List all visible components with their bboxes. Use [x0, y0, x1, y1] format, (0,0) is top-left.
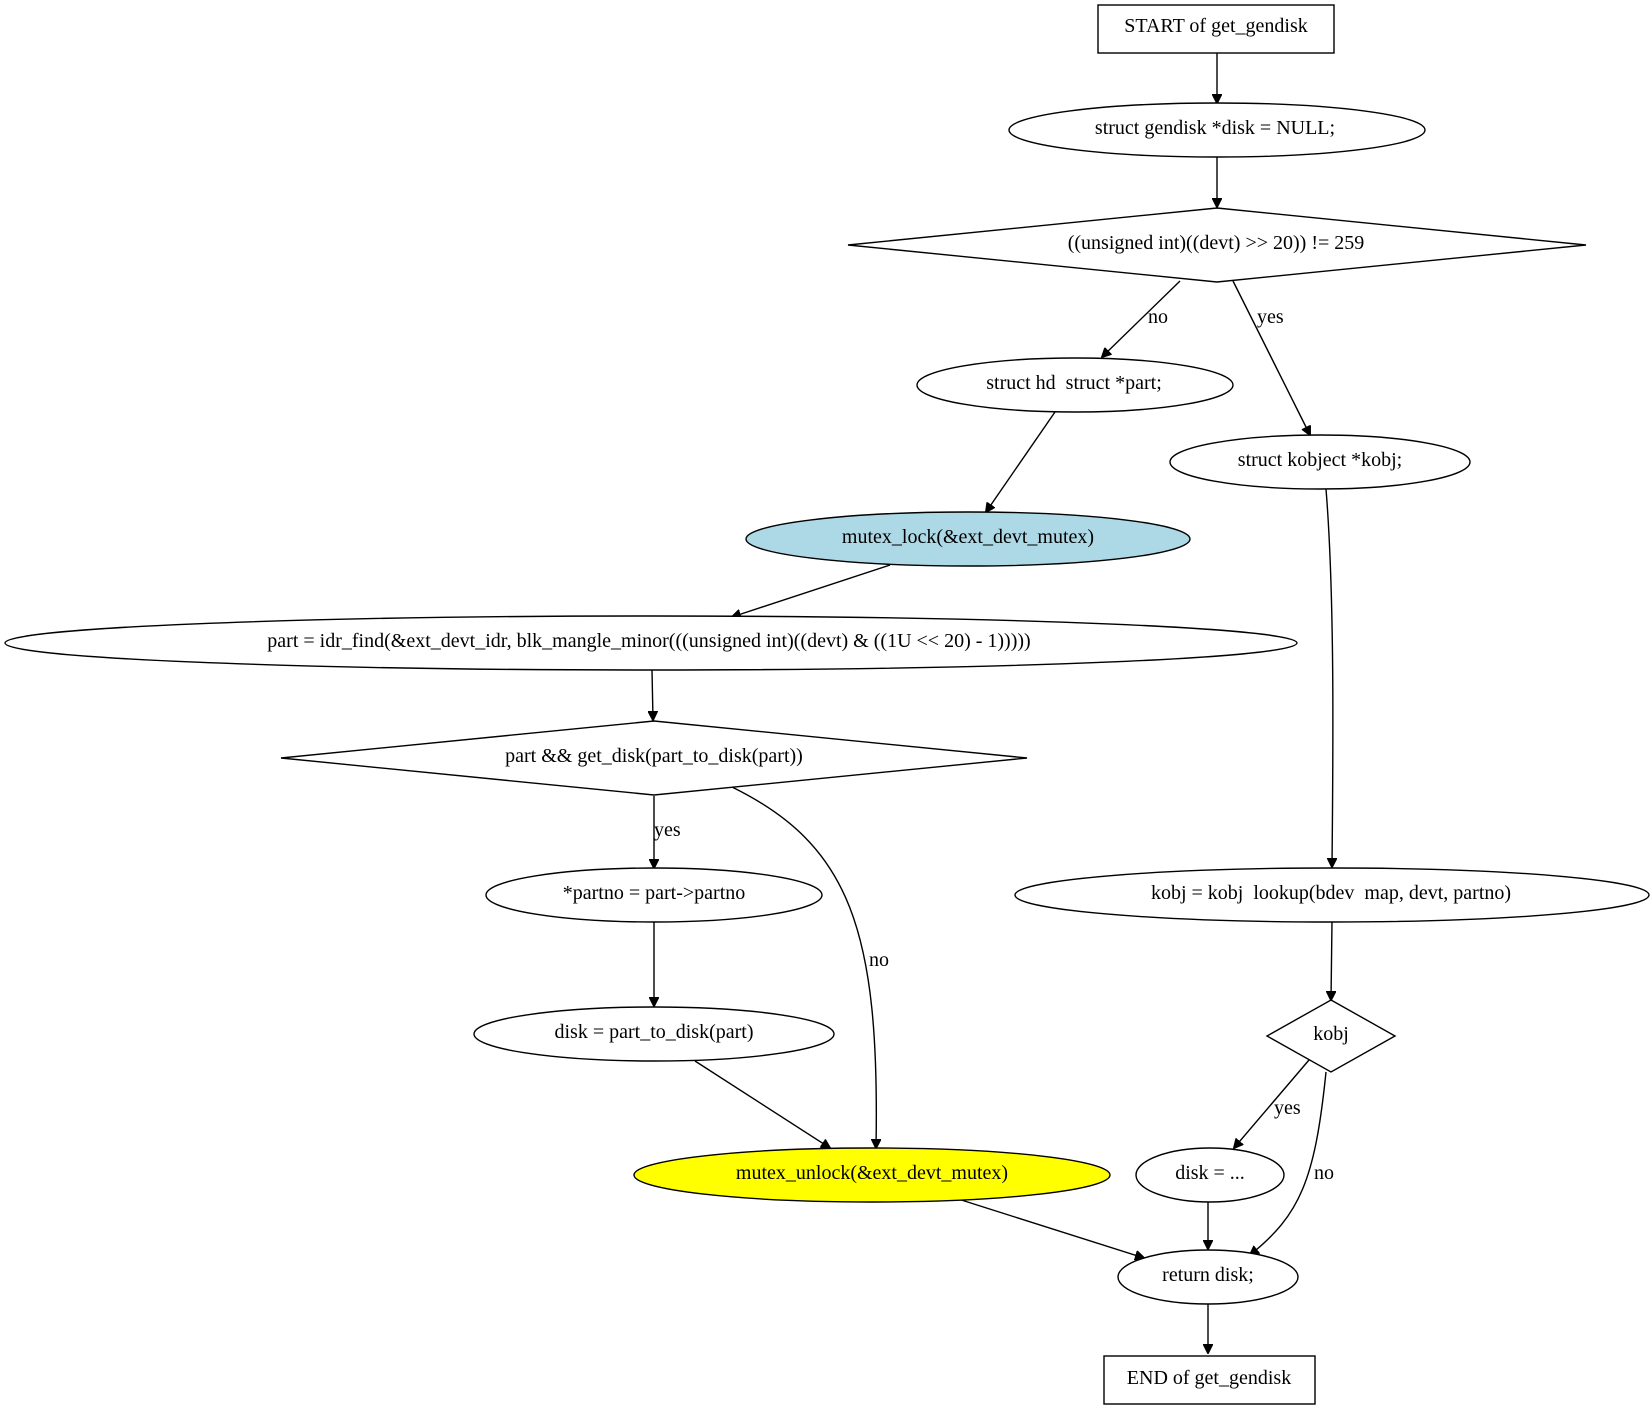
node-cond-kobj: kobj — [1265, 999, 1397, 1073]
node-mutex-unlock-label: mutex_unlock(&ext_devt_mutex) — [736, 1162, 1008, 1184]
node-idr-find: part = idr_find(&ext_devt_idr, blk_mangl… — [4, 615, 1298, 671]
node-decl-kobj-label: struct kobject *kobj; — [1238, 449, 1402, 471]
edge-label-major-yes: yes — [1257, 306, 1284, 328]
edge-disk-assign-to-mutex-unlock — [694, 1060, 830, 1148]
edge-labels: no yes yes no yes no — [654, 306, 1334, 1184]
node-end: END of get_gendisk — [1103, 1355, 1316, 1405]
node-cond-part-label: part && get_disk(part_to_disk(part)) — [505, 745, 803, 767]
node-decl-part: struct hd struct *part; — [916, 357, 1234, 413]
node-partno-label: *partno = part->partno — [563, 882, 746, 904]
node-cond-part: part && get_disk(part_to_disk(part)) — [280, 720, 1028, 796]
edge-idr-find-to-cond-part — [652, 669, 653, 720]
edge-label-kobj-no: no — [1314, 1162, 1334, 1184]
node-cond-major: ((unsigned int)((devt) >> 20)) != 259 — [847, 207, 1587, 283]
edge-cond-major-to-decl-part — [1102, 280, 1181, 357]
edge-decl-kobj-to-kobj-lookup — [1325, 488, 1333, 867]
edge-kobj-lookup-to-cond-kobj — [1331, 920, 1332, 1000]
edge-cond-kobj-to-disk-ellipsis — [1234, 1059, 1310, 1148]
node-partno: *partno = part->partno — [485, 867, 823, 923]
node-kobj-lookup: kobj = kobj lookup(bdev map, devt, partn… — [1014, 867, 1650, 923]
node-end-label: END of get_gendisk — [1127, 1367, 1291, 1389]
node-mutex-lock-label: mutex_lock(&ext_devt_mutex) — [842, 526, 1094, 548]
node-start: START of get_gendisk — [1097, 4, 1335, 54]
node-cond-kobj-label: kobj — [1313, 1023, 1349, 1045]
node-decl-disk-label: struct gendisk *disk = NULL; — [1095, 117, 1335, 139]
node-disk-ellipsis: disk = ... — [1135, 1147, 1285, 1203]
node-return-disk-label: return disk; — [1162, 1264, 1254, 1286]
node-kobj-lookup-label: kobj = kobj lookup(bdev map, devt, partn… — [1151, 882, 1511, 904]
edges — [652, 53, 1333, 1353]
node-start-label: START of get_gendisk — [1124, 15, 1308, 37]
edge-label-part-no: no — [869, 949, 889, 971]
node-mutex-lock: mutex_lock(&ext_devt_mutex) — [745, 511, 1191, 567]
node-return-disk: return disk; — [1117, 1249, 1299, 1305]
node-disk-assign: disk = part_to_disk(part) — [473, 1006, 835, 1062]
node-decl-part-label: struct hd struct *part; — [986, 372, 1162, 394]
node-disk-ellipsis-label: disk = ... — [1175, 1162, 1245, 1184]
node-idr-find-label: part = idr_find(&ext_devt_idr, blk_mangl… — [267, 630, 1030, 652]
edge-label-major-no: no — [1148, 306, 1168, 328]
edge-label-kobj-yes: yes — [1274, 1097, 1301, 1119]
edge-cond-kobj-to-return — [1250, 1071, 1327, 1255]
node-decl-disk: struct gendisk *disk = NULL; — [1008, 102, 1426, 158]
node-mutex-unlock: mutex_unlock(&ext_devt_mutex) — [633, 1147, 1111, 1203]
node-decl-kobj: struct kobject *kobj; — [1169, 434, 1471, 490]
node-cond-major-label: ((unsigned int)((devt) >> 20)) != 259 — [1068, 232, 1365, 254]
edge-mutex-unlock-to-return — [954, 1197, 1144, 1258]
edge-cond-part-to-mutex-unlock — [731, 786, 876, 1148]
node-disk-assign-label: disk = part_to_disk(part) — [554, 1021, 753, 1043]
edge-cond-major-to-decl-kobj — [1232, 280, 1310, 435]
edge-mutex-lock-to-idr-find — [732, 564, 891, 617]
edge-decl-part-to-mutex-lock — [986, 411, 1056, 512]
edge-label-part-yes: yes — [654, 819, 681, 841]
